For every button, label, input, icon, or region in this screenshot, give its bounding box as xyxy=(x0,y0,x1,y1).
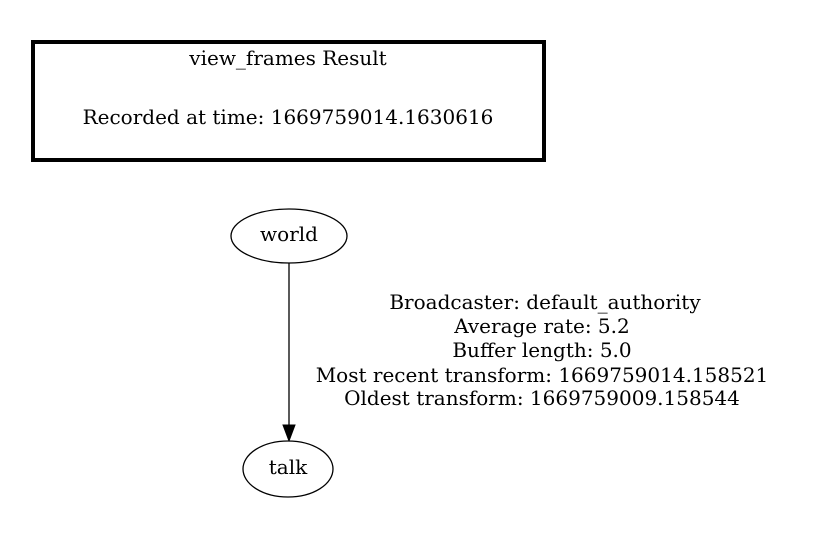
recorded-time-text: Recorded at time: 1669759014.1630616 xyxy=(83,105,494,129)
frame-node-world-ellipse xyxy=(230,208,348,264)
edge-broadcaster: Broadcaster: default_authority xyxy=(389,290,701,314)
result-box-title: view_frames Result xyxy=(188,46,386,70)
transform-edge xyxy=(282,263,296,443)
edge-info-label: Broadcaster: default_authority Average r… xyxy=(316,290,769,410)
edge-most-recent: Most recent transform: 1669759014.158521 xyxy=(316,363,769,387)
frame-node-talk[interactable]: talk xyxy=(242,440,334,498)
frame-node-talk-ellipse xyxy=(242,440,334,498)
edge-buffer-length: Buffer length: 5.0 xyxy=(452,338,631,362)
edge-oldest: Oldest transform: 1669759009.158544 xyxy=(344,386,740,410)
frame-node-world[interactable]: world xyxy=(230,208,348,264)
result-box: view_frames Result Recorded at time: 166… xyxy=(31,40,546,162)
frame-node-talk-label: talk xyxy=(269,455,308,479)
result-box-border xyxy=(31,40,546,162)
edge-arrowhead xyxy=(282,424,296,443)
frame-node-world-label: world xyxy=(260,222,318,246)
edge-average-rate: Average rate: 5.2 xyxy=(453,314,630,338)
